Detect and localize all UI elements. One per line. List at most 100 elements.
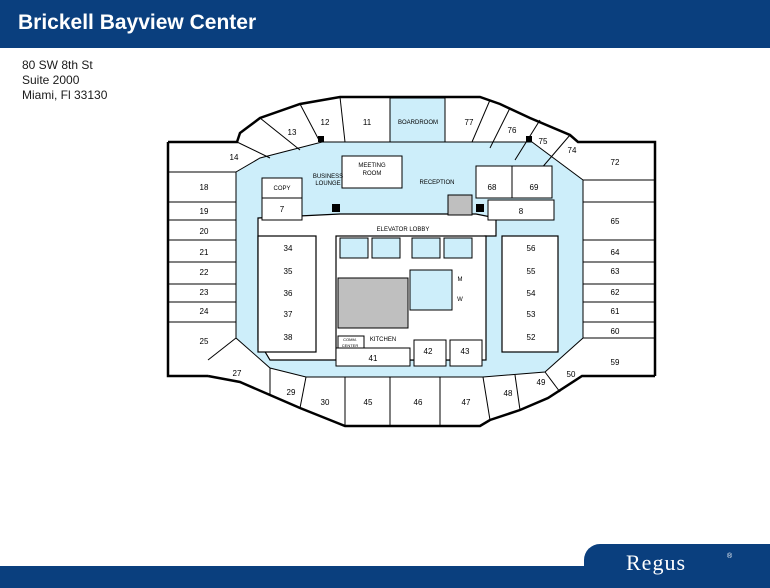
boardroom-block [389, 97, 446, 143]
kitchen-label: KITCHEN [370, 337, 396, 343]
room-43-label: 43 [461, 347, 470, 356]
room-56-label: 56 [527, 244, 536, 253]
inner-right-block [501, 235, 559, 353]
restroom-block [409, 269, 453, 311]
room-19-label: 19 [200, 207, 209, 216]
room-21-label: 21 [200, 248, 209, 257]
address-street: 80 SW 8th St [22, 58, 93, 72]
room-41-label: 41 [369, 354, 378, 363]
copy-label: COPY [273, 186, 290, 192]
room-29-label: 29 [287, 388, 296, 397]
room-74-label: 74 [568, 146, 577, 155]
elevator-shaft [443, 237, 473, 259]
address-suite: Suite 2000 [22, 73, 80, 87]
regus-logo: Regus [626, 550, 686, 575]
left-offices [168, 171, 237, 361]
meeting-room-label-1: MEETING [358, 163, 386, 169]
room-11-label: 11 [363, 118, 372, 127]
meeting-room-label-2: ROOM [363, 171, 382, 177]
office-68-block [475, 165, 513, 199]
address-block: 80 SW 8th St Suite 2000 Miami, Fl 33130 [22, 58, 107, 103]
room-46-label: 46 [414, 398, 423, 407]
comm-center-label-2: CENTER [342, 343, 359, 348]
room-47-label: 47 [462, 398, 471, 407]
room-63-label: 63 [611, 267, 620, 276]
room-37-label: 37 [284, 310, 293, 319]
business-lounge-label-2: LOUNGE [315, 181, 340, 187]
room-64-label: 64 [611, 248, 620, 257]
office-block-42 [413, 339, 447, 367]
elevator-shaft [371, 237, 401, 259]
registered-mark: ® [727, 553, 733, 560]
room-68-label: 68 [488, 183, 497, 192]
outer-wall [207, 374, 655, 428]
room-13-label: 13 [288, 128, 297, 137]
room-8-label: 8 [519, 207, 524, 216]
room-22-label: 22 [200, 268, 209, 277]
outer-wall [168, 95, 657, 376]
room-77-label: 77 [465, 118, 474, 127]
room-54-label: 54 [527, 289, 536, 298]
room-60-label: 60 [611, 327, 620, 336]
room-62-label: 62 [611, 288, 620, 297]
room-52-label: 52 [527, 333, 536, 342]
footer-bar [0, 566, 770, 588]
column [476, 204, 484, 212]
office-69-block [511, 165, 553, 199]
room-36-label: 36 [284, 289, 293, 298]
room-35-label: 35 [284, 267, 293, 276]
right-offices [583, 179, 655, 339]
room-42-label: 42 [424, 347, 433, 356]
room-69-label: 69 [530, 183, 539, 192]
room-27-label: 27 [233, 369, 242, 378]
column [526, 136, 532, 142]
womens-restroom-label: W [457, 297, 463, 303]
room-45-label: 45 [364, 398, 373, 407]
reception-label: RECEPTION [419, 180, 454, 186]
elevator-shaft [411, 237, 441, 259]
boardroom-label: BOARDROOM [398, 120, 438, 126]
room-61-label: 61 [611, 307, 620, 316]
room-76-label: 76 [508, 126, 517, 135]
room-14-label: 14 [230, 153, 239, 162]
room-23-label: 23 [200, 288, 209, 297]
office-block-43 [449, 339, 483, 367]
storage-box [447, 194, 473, 216]
room-18-label: 18 [200, 183, 209, 192]
page-title: Brickell Bayview Center [18, 11, 257, 34]
floor-plan: 11 12 13 14 18 19 20 21 22 23 24 25 27 2… [166, 95, 657, 428]
service-core [337, 277, 409, 329]
room-59-label: 59 [611, 358, 620, 367]
room-30-label: 30 [321, 398, 330, 407]
column [332, 204, 340, 212]
comm-center-label-1: COMM. [343, 337, 357, 342]
address-city: Miami, Fl 33130 [22, 88, 108, 102]
room-12-label: 12 [321, 118, 330, 127]
room-24-label: 24 [200, 307, 209, 316]
office-7-block [261, 197, 303, 221]
room-50-label: 50 [567, 370, 576, 379]
room-55-label: 55 [527, 267, 536, 276]
room-34-label: 34 [284, 244, 293, 253]
room-20-label: 20 [200, 227, 209, 236]
room-7-label: 7 [280, 205, 285, 214]
header-bar: Brickell Bayview Center [0, 0, 770, 48]
room-75-label: 75 [539, 137, 548, 146]
room-49-label: 49 [537, 378, 546, 387]
room-72-label: 72 [611, 158, 620, 167]
elevator-lobby-label: ELEVATOR LOBBY [377, 227, 430, 233]
room-25-label: 25 [200, 337, 209, 346]
office-block-41 [335, 347, 411, 367]
room-53-label: 53 [527, 310, 536, 319]
elevator-shaft [339, 237, 369, 259]
column [318, 136, 324, 142]
room-38-label: 38 [284, 333, 293, 342]
bottom-offices [269, 368, 561, 426]
business-lounge-label-1: BUSINESS [313, 174, 343, 180]
office-8-block [487, 199, 555, 221]
meeting-block [341, 155, 403, 189]
inner-left-block [257, 235, 317, 353]
room-48-label: 48 [504, 389, 513, 398]
room-65-label: 65 [611, 217, 620, 226]
mens-restroom-label: M [458, 277, 463, 283]
